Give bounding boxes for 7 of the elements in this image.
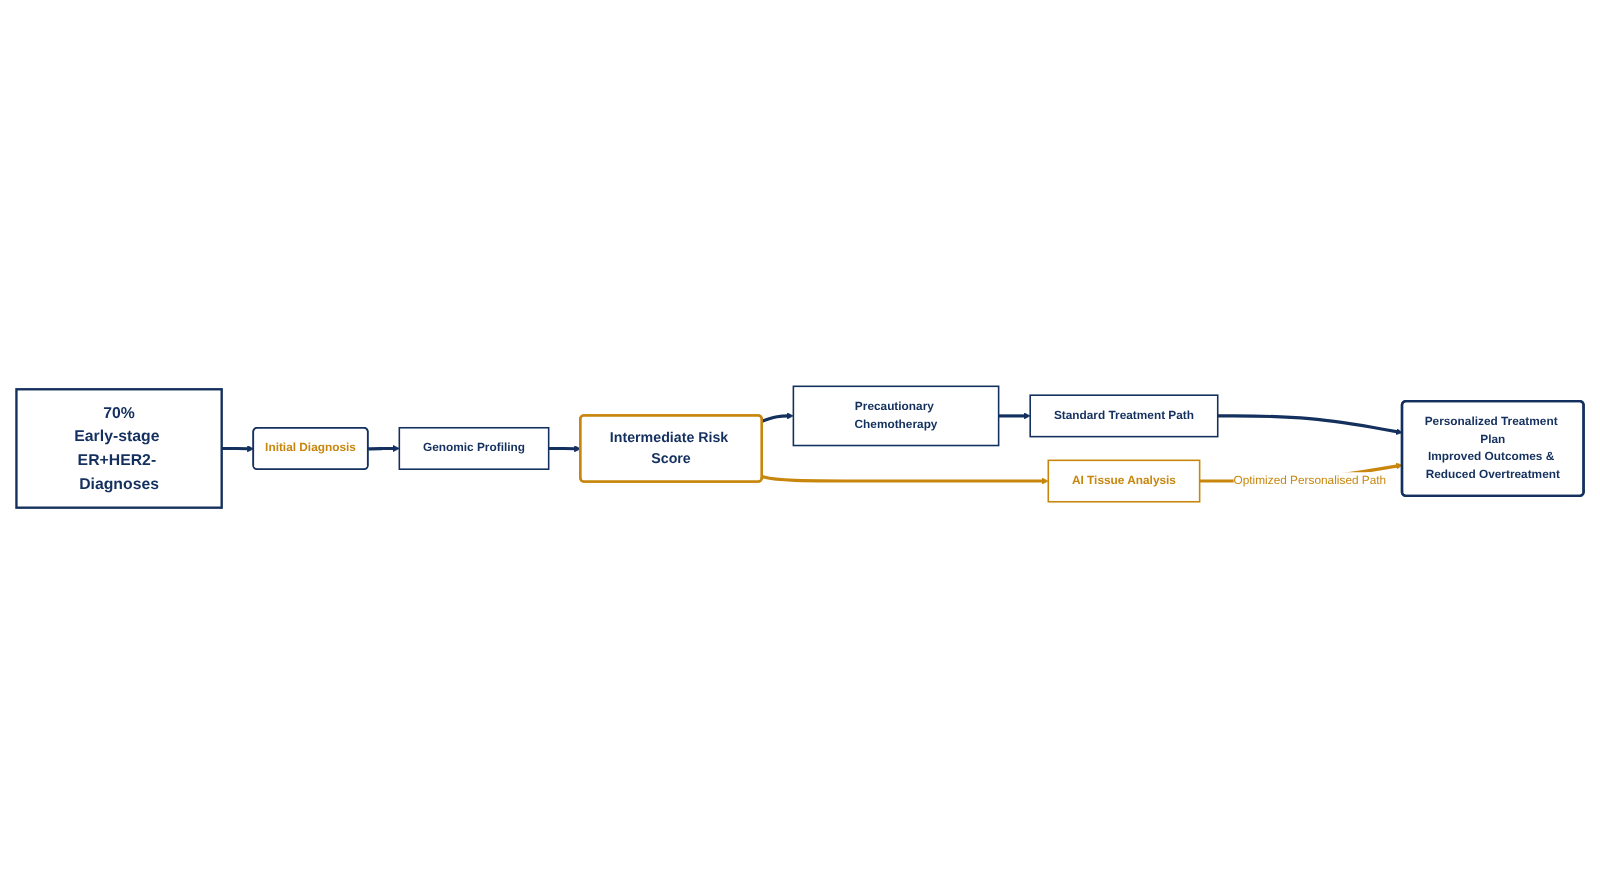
arrow: [998, 412, 1031, 420]
arrow: [761, 475, 1049, 485]
arrow: [761, 412, 794, 423]
arrow: [1217, 414, 1403, 435]
arrow: [548, 445, 581, 453]
arrow: [368, 445, 400, 452]
arrow: [221, 445, 254, 453]
